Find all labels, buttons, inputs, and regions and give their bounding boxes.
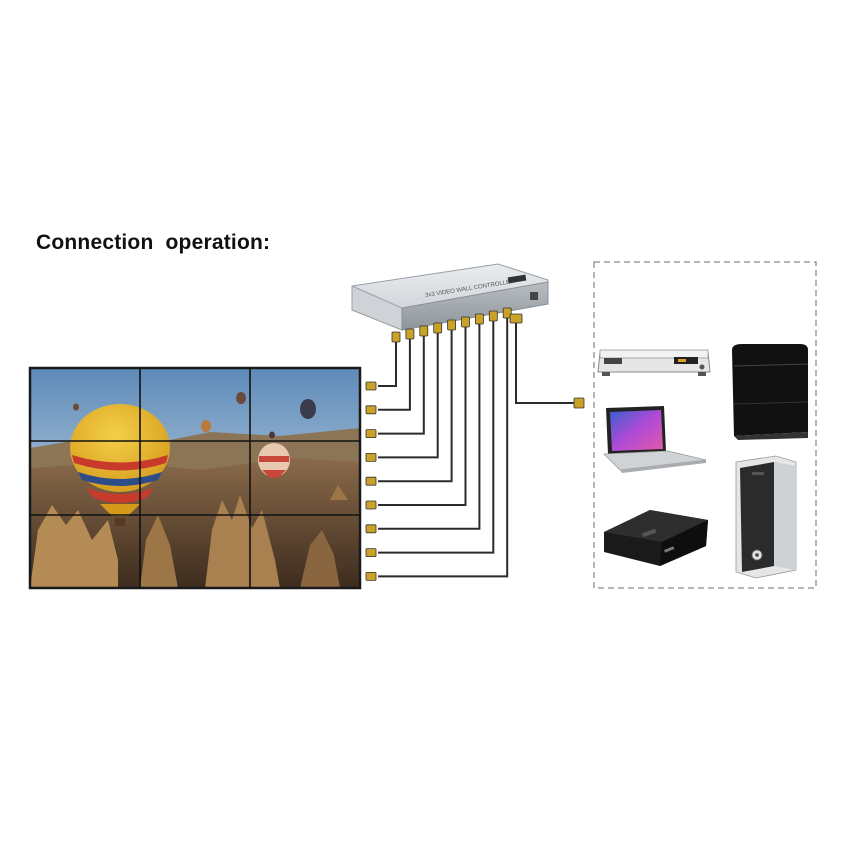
- dvd-player-icon: [597, 349, 711, 376]
- page-title: Connection operation:: [36, 231, 271, 254]
- hdmi-cable: [378, 336, 425, 435]
- video-wall-controller: 3x3 VIDEO WALL CONTROLLER: [351, 263, 549, 331]
- hdmi-cable: [378, 327, 467, 506]
- hdmi-logo: [507, 274, 527, 284]
- input-connector: [509, 313, 523, 324]
- controller-output-connector: [447, 319, 457, 331]
- hdmi-cable: [378, 324, 481, 530]
- controller-output-connector: [461, 316, 470, 328]
- game-console-icon: [732, 344, 809, 440]
- controller-output-connector: [474, 313, 484, 325]
- wall-input-connector: [365, 548, 377, 557]
- hdmi-cable: [378, 339, 411, 411]
- hdmi-cable: [378, 321, 495, 554]
- input-cable: [509, 313, 585, 409]
- controller-output-connector: [502, 307, 512, 319]
- controller-output-connector: [391, 331, 401, 343]
- wall-input-connector: [365, 572, 377, 581]
- wall-input-connector: [365, 500, 377, 510]
- wall-input-connector: [365, 429, 377, 439]
- controller-output-connector: [419, 325, 429, 337]
- power-port: [530, 292, 538, 300]
- controller-output-connector: [433, 322, 443, 334]
- desktop-pc-icon: [735, 455, 797, 579]
- video-wall-image: [30, 368, 360, 588]
- wall-input-connector: [365, 381, 377, 391]
- video-wall: [28, 366, 362, 590]
- wall-input-connector: [365, 452, 377, 462]
- wall-input-connector: [365, 476, 377, 486]
- source-connector: [573, 397, 585, 409]
- wall-input-connector: [365, 524, 377, 534]
- wall-input-connector: [365, 405, 377, 415]
- controller-output-connector: [488, 310, 498, 322]
- hdmi-cable: [378, 330, 453, 483]
- hdmi-cables: [365, 307, 512, 581]
- sources-box: [593, 261, 817, 589]
- set-top-box-icon: [604, 510, 708, 566]
- laptop-icon: [603, 406, 707, 473]
- controller-output-connector: [405, 328, 415, 340]
- hdmi-cable: [378, 318, 509, 578]
- hdmi-cable: [378, 342, 397, 387]
- hdmi-cable: [378, 333, 439, 459]
